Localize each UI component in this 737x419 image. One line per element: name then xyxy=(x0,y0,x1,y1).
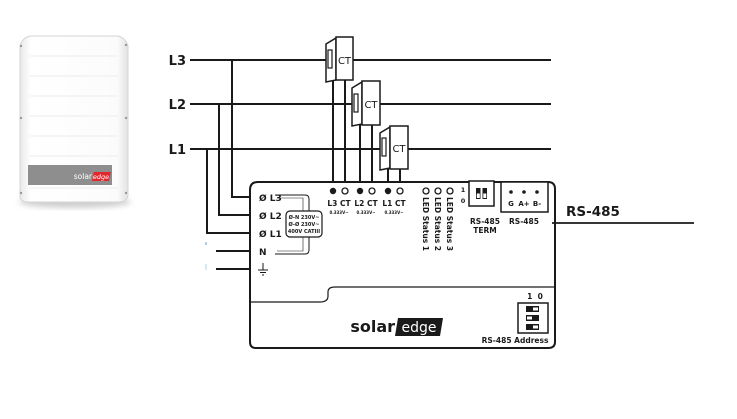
ct-input-l2: L2 CT 0.333V~ xyxy=(354,187,378,215)
ct-input-rating: 0.333V~ xyxy=(329,210,348,215)
led-label: LED Status 2 xyxy=(433,197,442,251)
voltage-rating-line: 400V CATIII xyxy=(288,229,320,235)
led-status-3: LED Status 3 xyxy=(445,187,454,251)
tap-l1 xyxy=(206,149,250,234)
rs485-pin-g: G xyxy=(508,200,514,208)
address-switch-header: 1 0 xyxy=(527,292,543,301)
terminal-l1: Ø L1 xyxy=(259,229,282,240)
line-label-l1: L1 xyxy=(169,143,186,158)
inverter-brand-left: solar xyxy=(74,172,93,181)
terminal-l3: Ø L3 xyxy=(259,193,282,204)
ct-label: CT xyxy=(364,100,378,111)
meter-body xyxy=(249,181,556,349)
led-icon xyxy=(434,187,442,195)
address-switch-label: RS-485 Address xyxy=(482,336,549,345)
rs485-output-label: RS-485 xyxy=(566,204,620,220)
terminal-l2: Ø L2 xyxy=(259,211,282,222)
ct-input-label: L1 CT xyxy=(382,199,406,208)
rs485-connector: G A+ B- RS-485 xyxy=(500,181,549,226)
meter-panel-divider xyxy=(250,286,555,303)
led-status-1: LED Status 1 xyxy=(421,187,430,251)
voltage-rating-line: Ø-Ø 230V~ xyxy=(289,221,320,228)
voltage-taps xyxy=(206,60,250,270)
rs485-term-switch[interactable]: 1 0 RS-485 TERM xyxy=(461,180,500,235)
meter-brand-right: edge xyxy=(402,320,437,336)
ct-clamp-l1: CT xyxy=(379,125,409,171)
inverter-brand-right: edge xyxy=(93,173,109,181)
ct-input-label: L3 CT xyxy=(327,199,351,208)
voltage-rating-line: Ø-N 230V~ xyxy=(289,214,320,221)
led-icon xyxy=(446,187,454,195)
inverter-brand-plate xyxy=(28,165,112,185)
ct-label: CT xyxy=(392,144,406,155)
term-pos-top: 1 xyxy=(461,186,466,194)
inverter-brand-accent xyxy=(91,172,111,181)
ct-label: CT xyxy=(338,56,352,67)
tap-l2 xyxy=(218,104,250,216)
meter-brand-logo: solar edge xyxy=(350,317,443,336)
term-label-2: TERM xyxy=(473,226,496,235)
ct-input-rating: 0.333V~ xyxy=(356,210,375,215)
line-label-l3: L3 xyxy=(169,54,186,69)
ct-clamp-l3: CT xyxy=(325,36,354,83)
ground-icon xyxy=(258,263,268,276)
tap-l3 xyxy=(231,60,250,198)
ct-input-l1: L1 CT 0.333V~ xyxy=(382,187,406,215)
meter-brand-left: solar xyxy=(350,317,395,336)
rs485-address-switch[interactable]: 1 0 RS-485 Address xyxy=(482,292,549,345)
term-pos-bottom: 0 xyxy=(461,197,466,205)
ct-clamp-l2: CT xyxy=(351,80,381,127)
inverter-image: solar edge xyxy=(19,35,131,208)
line-label-l2: L2 xyxy=(169,98,186,113)
voltage-rating-box xyxy=(285,210,323,238)
ct-input-l3: L3 CT 0.333V~ xyxy=(327,187,351,215)
ct-input-label: L2 CT xyxy=(354,199,378,208)
terminal-n: N xyxy=(259,248,267,258)
ct-leads xyxy=(332,80,401,182)
term-label-1: RS-485 xyxy=(470,217,500,226)
rs485-pin-a: A+ xyxy=(518,200,529,208)
rs485-connector-label: RS-485 xyxy=(509,217,539,226)
ct-input-rating: 0.333V~ xyxy=(384,210,403,215)
led-label: LED Status 1 xyxy=(421,197,430,251)
led-status-2: LED Status 2 xyxy=(433,187,442,251)
rs485-pin-b: B- xyxy=(533,200,541,208)
led-icon xyxy=(422,187,430,195)
led-label: LED Status 3 xyxy=(445,197,454,251)
